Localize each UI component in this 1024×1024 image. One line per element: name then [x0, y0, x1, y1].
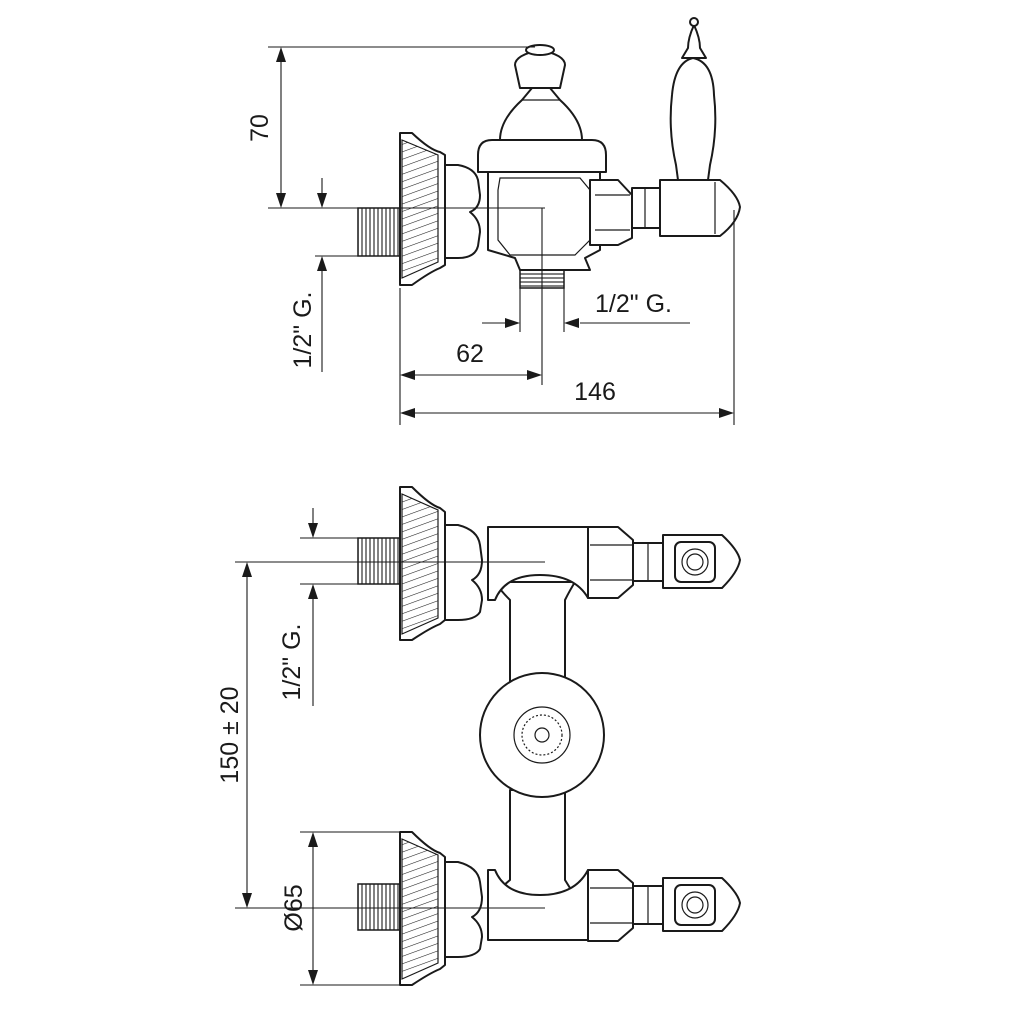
- front-top-handle-assembly: [587, 526, 741, 599]
- side-stem: [631, 187, 661, 229]
- side-lever-handle: [669, 17, 717, 181]
- front-bottom-collar: [444, 861, 483, 958]
- dim-label-62: 62: [456, 340, 484, 368]
- front-top-flange: [357, 486, 446, 641]
- side-handle-base: [659, 179, 741, 237]
- dim-label-146: 146: [574, 378, 616, 406]
- dim-label-flange-diameter: Ø65: [280, 884, 308, 931]
- front-top-collar: [444, 524, 483, 621]
- dim-label-inlet-thread-front: 1/2" G.: [278, 624, 306, 701]
- front-view: [357, 486, 741, 986]
- side-collar: [444, 164, 481, 259]
- dim-label-70: 70: [246, 114, 274, 142]
- side-hex-nut: [589, 179, 633, 246]
- front-bottom-handle-assembly: [587, 869, 741, 942]
- dim-label-centers: 150 ± 20: [216, 686, 244, 783]
- side-top-knob: [477, 44, 607, 173]
- dim-label-inlet-thread-side: 1/2" G.: [289, 292, 317, 369]
- side-wall-flange: [399, 132, 446, 286]
- side-dimensions: [268, 46, 735, 425]
- front-dimensions: [235, 508, 545, 986]
- side-inlet-thread: [357, 207, 401, 257]
- side-body-inner: [497, 177, 591, 256]
- side-view: [357, 17, 741, 289]
- front-top-body: [487, 526, 589, 601]
- front-center-disc: [479, 672, 605, 798]
- dim-label-outlet-thread: 1/2" G.: [595, 290, 672, 318]
